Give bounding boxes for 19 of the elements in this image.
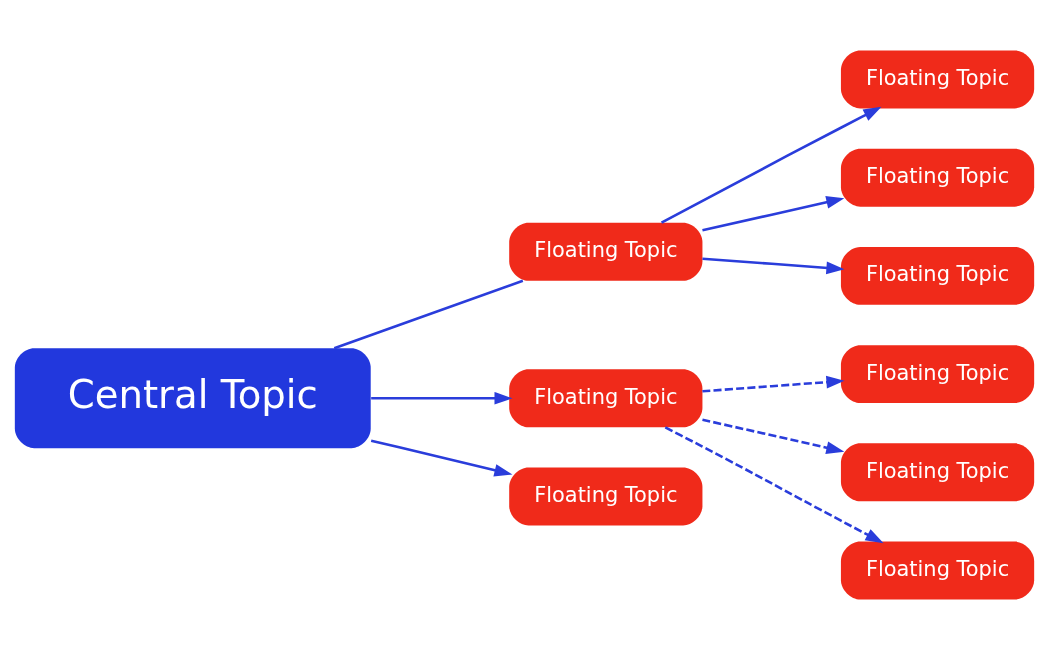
arrow [702, 375, 845, 393]
arrow [660, 106, 882, 224]
node-box: Floating Topic [509, 222, 703, 281]
node-box: Floating Topic [840, 246, 1035, 305]
node-box: Central Topic [14, 348, 371, 449]
connector [333, 279, 524, 350]
node-box: Floating Topic [840, 541, 1035, 600]
node-box: Floating Topic [509, 369, 703, 428]
node-box: Floating Topic [840, 345, 1035, 404]
arrow [371, 391, 513, 405]
arrow [702, 196, 845, 232]
arrow [664, 426, 884, 544]
arrow [370, 439, 513, 477]
node-box: Floating Topic [840, 148, 1035, 207]
node-box: Floating Topic [840, 50, 1035, 109]
arrow [702, 418, 845, 454]
arrow [702, 257, 845, 275]
node-box: Floating Topic [509, 467, 703, 526]
node-box: Floating Topic [840, 443, 1035, 502]
